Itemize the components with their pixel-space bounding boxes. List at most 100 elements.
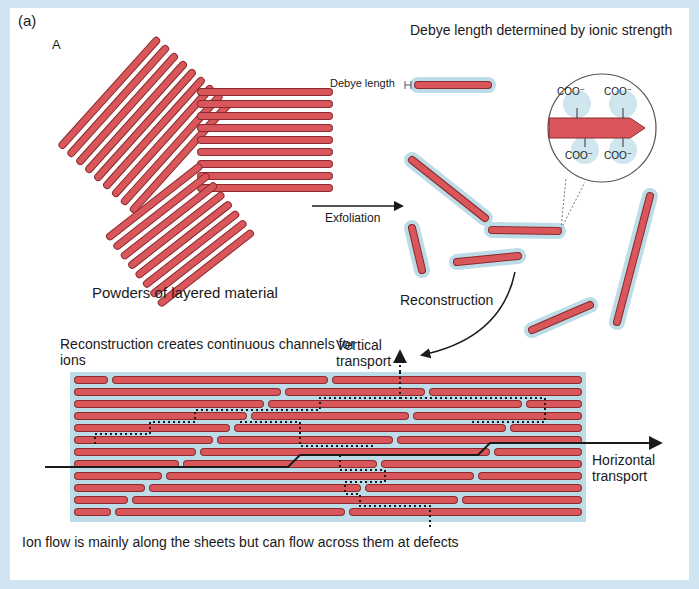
sheet: [78, 424, 226, 432]
sheet: [514, 425, 578, 431]
sheet: [457, 256, 518, 262]
sheet: [201, 89, 329, 95]
sheet: [336, 376, 578, 384]
sheet: [272, 401, 518, 407]
sheet: [353, 509, 578, 515]
sheet: [78, 484, 141, 492]
text-label: Powders of layered material: [92, 284, 278, 301]
sheet: [532, 305, 590, 330]
sheet: [78, 412, 243, 420]
sheet: [119, 509, 341, 515]
sheet: [617, 196, 650, 322]
text-label: A: [52, 38, 61, 53]
sheet: [492, 230, 558, 231]
sheet: [482, 472, 578, 480]
sheet: [412, 228, 422, 270]
sheet: [78, 401, 260, 407]
sheet: [170, 472, 470, 480]
sheet: [201, 172, 329, 180]
text-label: Ion flow is mainly along the sheets but …: [22, 534, 682, 550]
sheet: [78, 448, 192, 456]
text-label: COO⁻: [565, 150, 593, 162]
sheet: [201, 100, 329, 108]
sheet: [78, 389, 277, 395]
text-label: Horizontal transport: [592, 452, 682, 484]
debye-bracket: [405, 81, 411, 89]
sheet: [385, 460, 578, 468]
sheet: [201, 136, 329, 144]
sheet: [617, 196, 650, 322]
sheet: [136, 496, 454, 504]
sheet: [78, 388, 277, 396]
sheet: [272, 400, 518, 408]
vertical-arrow: [399, 352, 401, 372]
sheet: [153, 484, 357, 492]
ion-path-dotted: [95, 372, 545, 528]
sheet: [147, 215, 235, 284]
sheet: [498, 448, 578, 456]
process-arrow: [312, 205, 402, 207]
sheet: [201, 124, 329, 132]
sheet: [221, 437, 389, 443]
sheet: [369, 484, 578, 492]
sheet: [154, 224, 242, 293]
sheet: [78, 473, 158, 479]
sheet: [147, 215, 235, 284]
sheet: [201, 112, 329, 120]
sheet: [412, 228, 422, 270]
sheet: [201, 113, 329, 119]
text-label: Vertical transport: [336, 337, 396, 369]
sheet: [78, 509, 107, 515]
text-label: Reconstruction creates continuous channe…: [60, 336, 380, 368]
sheet: [353, 508, 578, 516]
sheet: [78, 497, 124, 503]
sheet: [78, 400, 260, 408]
sheet: [201, 184, 329, 192]
sheet: [201, 185, 329, 191]
sheet: [492, 230, 558, 231]
sheet: [412, 160, 485, 218]
sheet: [201, 149, 329, 155]
sheet: [78, 425, 226, 431]
sheet: [412, 160, 485, 218]
text-label: Debye length determined by ionic strengt…: [410, 22, 680, 38]
sheet: [238, 425, 502, 431]
sheet: [457, 256, 518, 262]
sheet: [153, 485, 357, 491]
sheet: [417, 412, 578, 420]
sheet: [201, 125, 329, 131]
sheet: [617, 196, 650, 322]
sheet: [466, 497, 578, 503]
sheet: [514, 424, 578, 432]
text-label: Debye length: [330, 77, 395, 90]
sheet: [78, 485, 141, 491]
sheet: [418, 81, 488, 89]
sheet: [532, 305, 590, 330]
sheet: [457, 256, 518, 262]
sheet: [412, 228, 422, 270]
restacked-film: [78, 380, 578, 512]
sheet: [78, 496, 124, 504]
sheet: [201, 160, 329, 168]
sheet: [255, 413, 405, 419]
sheet: [78, 413, 243, 419]
process-arrow: [422, 272, 515, 355]
sheet: [433, 389, 578, 395]
sheet: [466, 496, 578, 504]
sheet: [116, 376, 324, 384]
sheet: [412, 160, 485, 218]
sheet: [201, 88, 329, 96]
zoom-leader: [561, 182, 585, 229]
text-label: COO⁻: [557, 86, 585, 98]
sheet: [433, 388, 578, 396]
text-label: COO⁻: [604, 150, 632, 162]
sheet: [498, 449, 578, 455]
sheet: [119, 508, 341, 516]
sheet: [530, 401, 578, 407]
sheet: [482, 473, 578, 479]
sheet: [78, 377, 104, 383]
sheet: [201, 148, 329, 156]
sheet: [221, 436, 389, 444]
sheet: [530, 400, 578, 408]
sheet: [417, 413, 578, 419]
